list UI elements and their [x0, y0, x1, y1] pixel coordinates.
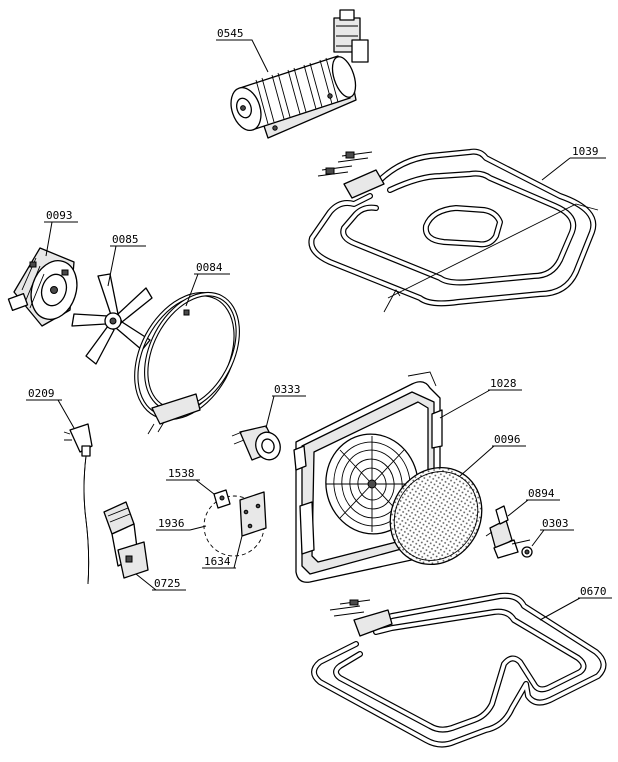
label-0096[interactable]: 0096: [494, 433, 521, 446]
label-0085[interactable]: 0085: [112, 233, 139, 246]
label-1634[interactable]: 1634: [204, 555, 231, 568]
oven-lamp-part[interactable]: [231, 425, 284, 463]
nut-part[interactable]: [521, 546, 533, 558]
fan-blade-part[interactable]: [71, 273, 153, 365]
rear-fan-motor-part[interactable]: [7, 247, 84, 327]
label-0333[interactable]: 0333: [274, 383, 301, 396]
label-0093[interactable]: 0093: [46, 209, 73, 222]
label-1936[interactable]: 1936: [158, 517, 185, 530]
mains-cable-part[interactable]: [63, 423, 93, 585]
label-1538[interactable]: 1538: [168, 467, 195, 480]
thermostat-assembly-part[interactable]: [203, 489, 267, 557]
label-0670[interactable]: 0670: [580, 585, 607, 598]
label-0209[interactable]: 0209: [28, 387, 55, 400]
bottom-heating-element-part[interactable]: [311, 592, 607, 748]
safety-thermostat-part[interactable]: [485, 505, 531, 559]
label-0894[interactable]: 0894: [528, 487, 555, 500]
label-0725[interactable]: 0725: [154, 577, 181, 590]
label-1039[interactable]: 1039: [572, 145, 599, 158]
tangential-fan-motor-part[interactable]: [226, 9, 369, 139]
part-labels: 0545 1039 0093 0085 0084 0209 0333 1028 …: [28, 27, 607, 598]
door-switch-part[interactable]: [103, 501, 149, 579]
label-1028[interactable]: 1028: [490, 377, 517, 390]
label-0545[interactable]: 0545: [217, 27, 244, 40]
label-0303[interactable]: 0303: [542, 517, 569, 530]
circular-heating-element-part[interactable]: [116, 277, 256, 435]
grease-filter-part[interactable]: [372, 450, 500, 581]
leader-lines: [26, 39, 612, 621]
label-0084[interactable]: 0084: [196, 261, 223, 274]
top-grill-heating-element-part[interactable]: [308, 148, 599, 313]
